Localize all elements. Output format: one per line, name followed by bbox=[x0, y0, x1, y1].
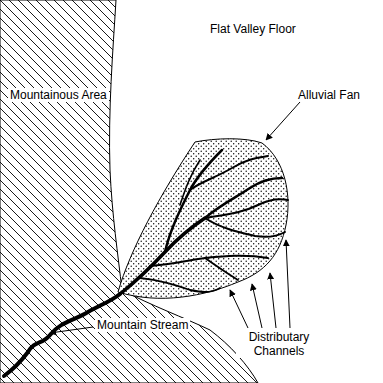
region-label: Mountain Stream bbox=[95, 318, 190, 332]
region-label: Mountainous Area bbox=[8, 88, 109, 102]
region-label: Flat Valley Floor bbox=[208, 22, 298, 36]
leader-lines bbox=[50, 102, 300, 333]
region-label: Alluvial Fan bbox=[296, 88, 362, 102]
alluvial-fan bbox=[118, 139, 288, 299]
region-label: Distributary Channels bbox=[236, 330, 322, 358]
